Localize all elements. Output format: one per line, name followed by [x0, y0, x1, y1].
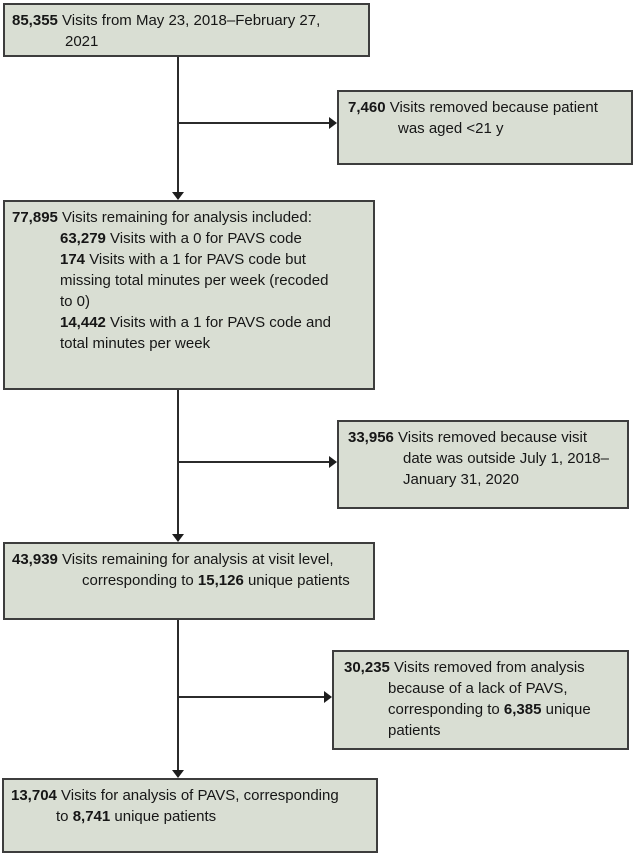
flow-text-line: 33,956 Visits removed because visit	[348, 429, 588, 446]
flow-text-line: 174 Visits with a 1 for PAVS code but	[60, 251, 306, 268]
arrowhead-down-box7	[172, 770, 184, 778]
connector-line-branch-box6	[178, 696, 324, 698]
arrowhead-right-box4	[329, 456, 337, 468]
flow-text-line: corresponding to 6,385 unique	[388, 701, 591, 718]
flow-text-line: to 8,741 unique patients	[56, 808, 217, 825]
flow-text-line: patients	[388, 722, 441, 739]
arrowhead-down-box3	[172, 192, 184, 200]
flow-text-line: January 31, 2020	[403, 471, 519, 488]
flow-box-removed-age: 7,460 Visits removed because patient was…	[337, 90, 633, 165]
connector-line-box5-box7	[177, 620, 179, 771]
flow-box-remaining-pavs-breakdown: 77,895 Visits remaining for analysis inc…	[3, 200, 375, 390]
flow-text-line: 77,895 Visits remaining for analysis inc…	[12, 209, 312, 226]
flow-text-line: 14,442 Visits with a 1 for PAVS code and	[60, 314, 332, 331]
flow-text-line: 43,939 Visits remaining for analysis at …	[12, 551, 334, 568]
flow-text-line: 7,460 Visits removed because patient	[348, 99, 598, 116]
flow-text-line: was aged <21 y	[398, 120, 504, 137]
flow-box-final-analysis: 13,704 Visits for analysis of PAVS, corr…	[2, 778, 378, 853]
flow-box-removed-date-range: 33,956 Visits removed because visit date…	[337, 420, 629, 509]
arrowhead-right-box6	[324, 691, 332, 703]
flow-text-line: 85,355 Visits from May 23, 2018–February…	[12, 12, 321, 29]
flow-text-line: 30,235 Visits removed from analysis	[344, 659, 585, 676]
flow-text-line: because of a lack of PAVS,	[388, 680, 568, 697]
flow-text-line: 2021	[65, 33, 99, 50]
flow-text-line: corresponding to 15,126 unique patients	[82, 572, 350, 589]
connector-line-branch-box4	[178, 461, 329, 463]
flow-text-line: total minutes per week	[60, 335, 211, 352]
connector-line-box1-box3	[177, 57, 179, 193]
flow-text-line: to 0)	[60, 293, 91, 310]
arrowhead-right-box2	[329, 117, 337, 129]
flow-box-initial-visits: 85,355 Visits from May 23, 2018–February…	[3, 3, 370, 57]
flow-text-line: 13,704 Visits for analysis of PAVS, corr…	[11, 787, 339, 804]
flow-text-line: missing total minutes per week (recoded	[60, 272, 329, 289]
flow-box-removed-lack-pavs: 30,235 Visits removed from analysis beca…	[332, 650, 629, 750]
flow-text-line: date was outside July 1, 2018–	[403, 450, 609, 467]
connector-line-branch-box2	[178, 122, 329, 124]
flow-box-remaining-visit-level: 43,939 Visits remaining for analysis at …	[3, 542, 375, 620]
flow-text-line: 63,279 Visits with a 0 for PAVS code	[60, 230, 302, 247]
arrowhead-down-box5	[172, 534, 184, 542]
